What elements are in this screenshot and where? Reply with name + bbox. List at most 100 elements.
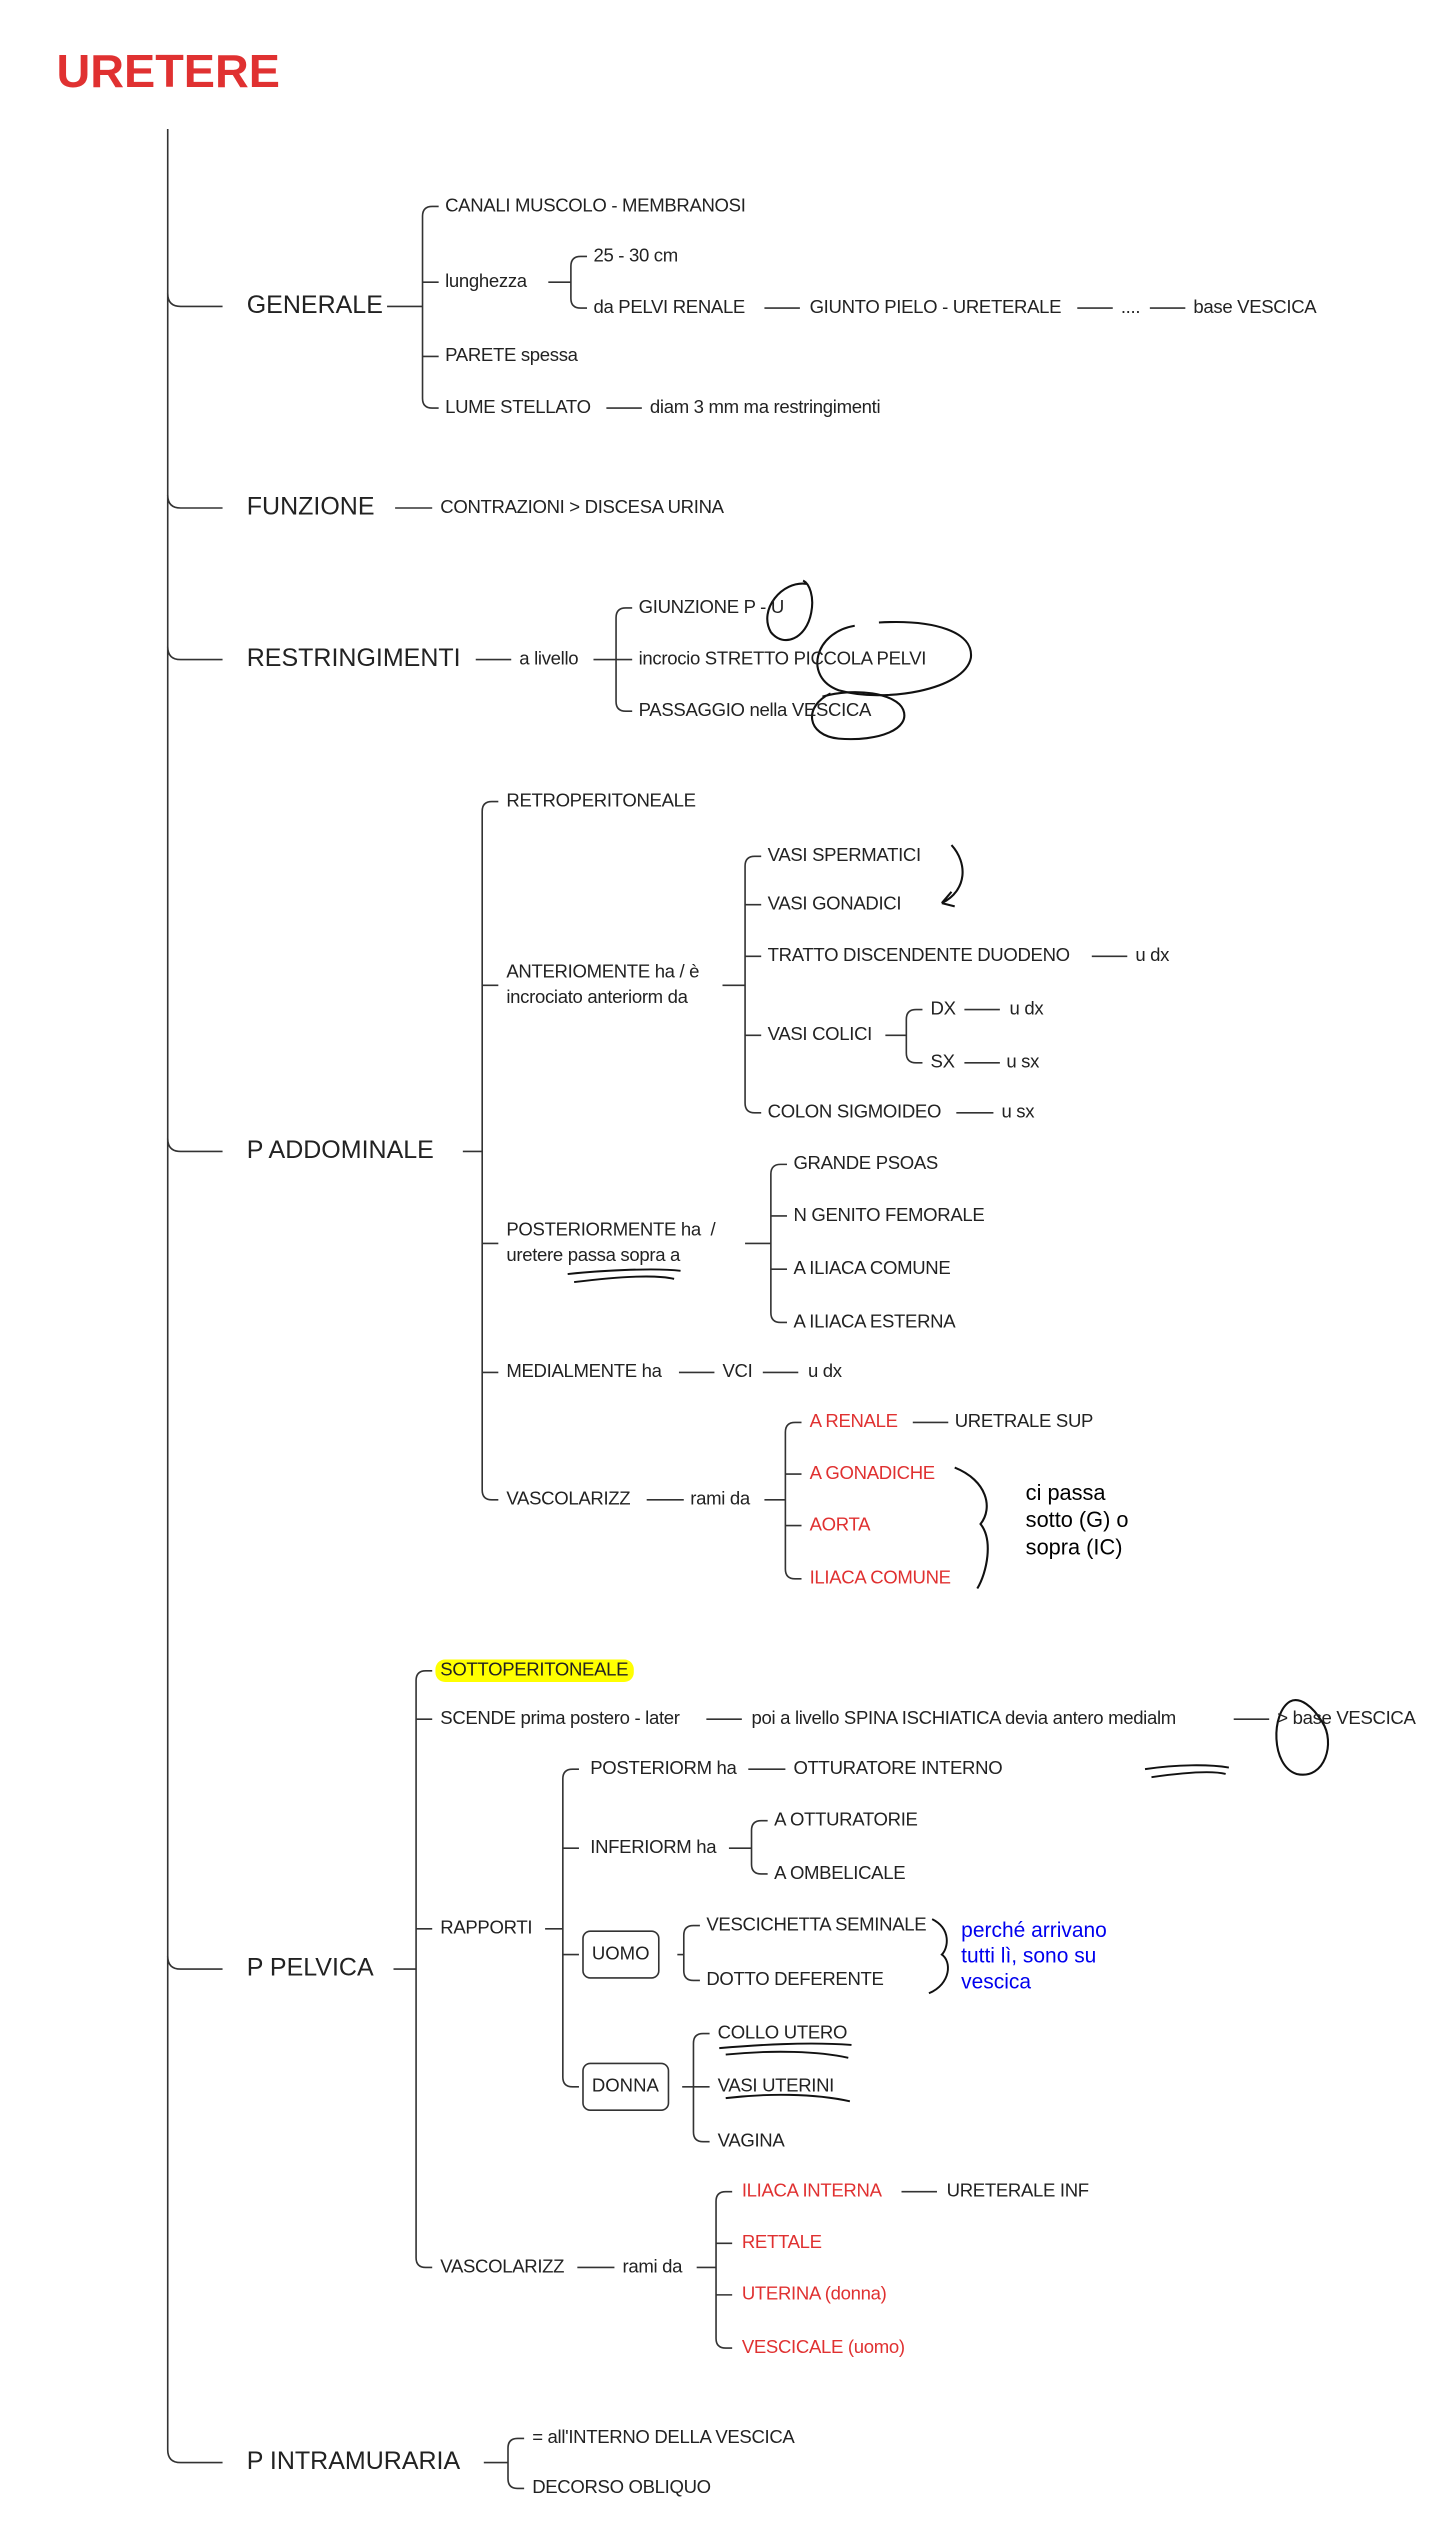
node-iliaca-comune-red[interactable]: ILIACA COMUNE bbox=[809, 1569, 951, 1589]
node-vasi-spermatici[interactable]: VASI SPERMATICI bbox=[767, 846, 922, 867]
topic-p-pelvica[interactable]: P PELVICA bbox=[246, 1954, 374, 1983]
node-inferiorm[interactable]: INFERIORM ha bbox=[590, 1838, 717, 1858]
node-duodeno-side[interactable]: u dx bbox=[1135, 946, 1170, 967]
node-vagina[interactable]: VAGINA bbox=[717, 2131, 785, 2152]
node-duodeno[interactable]: TRATTO DISCENDENTE DUODENO bbox=[767, 946, 1070, 967]
bracket bbox=[481, 800, 499, 1501]
node-otturatore[interactable]: OTTURATORE INTERNO bbox=[793, 1759, 1003, 1779]
node-scende[interactable]: SCENDE prima postero - later bbox=[440, 1709, 680, 1729]
node-diam[interactable]: diam 3 mm ma restringimenti bbox=[649, 398, 881, 418]
node-sottoperitoneale[interactable]: SOTTOPERITONEALE bbox=[435, 1658, 634, 1684]
node-rettale[interactable]: RETTALE bbox=[741, 2233, 822, 2253]
node-a-otturatorie[interactable]: A OTTURATORIE bbox=[774, 1811, 918, 1831]
node-interno-vescica[interactable]: = all'INTERNO DELLA VESCICA bbox=[532, 2428, 795, 2449]
node-lume[interactable]: LUME STELLATO bbox=[445, 398, 591, 418]
node-base-vescica[interactable]: base VESCICA bbox=[1193, 298, 1317, 318]
node-a-ombelicale[interactable]: A OMBELICALE bbox=[774, 1864, 906, 1884]
topic-p-addominale[interactable]: P ADDOMINALE bbox=[246, 1136, 434, 1165]
node-vescichetta[interactable]: VESCICHETTA SEMINALE bbox=[706, 1915, 927, 1936]
node-da-pelvi[interactable]: da PELVI RENALE bbox=[593, 298, 745, 318]
node-medialmente[interactable]: MEDIALMENTE ha bbox=[506, 1362, 662, 1383]
handwritten-underline bbox=[567, 1268, 681, 1284]
node-colici-dx-side[interactable]: u dx bbox=[1009, 999, 1044, 1020]
node-posteriorm[interactable]: POSTERIORM ha bbox=[590, 1759, 737, 1779]
node-vasi-colici[interactable]: VASI COLICI bbox=[767, 1025, 873, 1046]
bracket bbox=[715, 2190, 733, 2349]
node-dotto-deferente[interactable]: DOTTO DEFERENTE bbox=[706, 1970, 884, 1991]
node-iliaca-esterna[interactable]: A ILIACA ESTERNA bbox=[793, 1312, 956, 1333]
node-anteriormente[interactable]: ANTERIOMENTE ha / è incrociato anteriorm… bbox=[506, 962, 700, 1008]
topic-p-intramuraria[interactable]: P INTRAMURARIA bbox=[246, 2448, 461, 2476]
main-trunk bbox=[166, 129, 223, 2464]
bracket bbox=[905, 1008, 923, 1064]
node-colici-sx[interactable]: SX bbox=[930, 1053, 955, 1073]
node-giunto[interactable]: GIUNTO PIELO - URETERALE bbox=[809, 298, 1062, 318]
handwritten-underline bbox=[719, 2042, 852, 2059]
node-vasi-gonadici[interactable]: VASI GONADICI bbox=[767, 895, 902, 915]
handwritten-note: ci passa sotto (G) o sopra (IC) bbox=[1025, 1480, 1129, 1560]
topic-funzione[interactable]: FUNZIONE bbox=[246, 493, 375, 521]
node-len-value[interactable]: 25 - 30 cm bbox=[593, 246, 678, 267]
bracket bbox=[570, 255, 588, 309]
handwritten-underline bbox=[725, 2093, 851, 2103]
node-incrocio[interactable]: incrocio STRETTO PICCOLA PELVI bbox=[638, 649, 927, 670]
map-title[interactable]: URETERE bbox=[56, 46, 280, 99]
node-uomo[interactable]: UOMO bbox=[582, 1930, 660, 1979]
node-a-renale[interactable]: A RENALE bbox=[809, 1412, 898, 1433]
handwritten-circle bbox=[816, 620, 972, 697]
node-giunzione[interactable]: GIUNZIONE P - U bbox=[638, 598, 785, 618]
topic-generale[interactable]: GENERALE bbox=[246, 291, 383, 320]
node-aorta[interactable]: AORTA bbox=[809, 1515, 871, 1536]
node-lunghezza[interactable]: lunghezza bbox=[445, 272, 527, 292]
node-passaggio[interactable]: PASSAGGIO nella VESCICA bbox=[638, 701, 872, 721]
node-ureterale-inf[interactable]: URETERALE INF bbox=[946, 2181, 1089, 2202]
main-branch bbox=[166, 646, 223, 661]
node-dots[interactable]: .... bbox=[1120, 298, 1141, 318]
node-vasi-uterini[interactable]: VASI UTERINI bbox=[717, 2077, 835, 2097]
node-collo-utero[interactable]: COLLO UTERO bbox=[717, 2023, 848, 2044]
node-colici-dx[interactable]: DX bbox=[930, 999, 956, 1020]
node-vascolarizz-pelvica[interactable]: VASCOLARIZZ bbox=[440, 2257, 565, 2278]
node-a-livello[interactable]: a livello bbox=[519, 649, 579, 670]
node-genito-femorale[interactable]: N GENITO FEMORALE bbox=[793, 1206, 985, 1226]
node-donna[interactable]: DONNA bbox=[582, 2062, 669, 2112]
node-grande-psoas[interactable]: GRANDE PSOAS bbox=[793, 1154, 938, 1175]
node-iliaca-interna[interactable]: ILIACA INTERNA bbox=[741, 2181, 882, 2202]
node-poi[interactable]: poi a livello SPINA ISCHIATICA devia ant… bbox=[751, 1709, 1177, 1729]
node-colon-sigmoideo[interactable]: COLON SIGMOIDEO bbox=[767, 1103, 942, 1123]
node-vci[interactable]: VCI bbox=[722, 1362, 753, 1383]
node-uterina[interactable]: UTERINA (donna) bbox=[741, 2285, 887, 2305]
node-decorso-obliquo[interactable]: DECORSO OBLIQUO bbox=[532, 2478, 711, 2499]
node-base-vescica-pelvica[interactable]: > base VESCICA bbox=[1277, 1709, 1416, 1729]
node-colici-sx-side[interactable]: u sx bbox=[1006, 1053, 1040, 1073]
node-rapporti[interactable]: RAPPORTI bbox=[440, 1919, 533, 1939]
node-a-gonadiche[interactable]: A GONADICHE bbox=[809, 1464, 936, 1484]
node-vascolarizz-addominale[interactable]: VASCOLARIZZ bbox=[506, 1490, 631, 1510]
node-retroperitoneale[interactable]: RETROPERITONEALE bbox=[506, 791, 696, 812]
topic-restringimenti[interactable]: RESTRINGIMENTI bbox=[246, 645, 461, 673]
highlight: SOTTOPERITONEALE bbox=[435, 1659, 634, 1683]
handwritten-circle bbox=[811, 691, 906, 741]
handwritten-underline bbox=[1144, 1764, 1230, 1779]
node-iliaca-comune[interactable]: A ILIACA COMUNE bbox=[793, 1259, 951, 1279]
node-sigmoideo-side[interactable]: u sx bbox=[1001, 1103, 1035, 1123]
main-branch bbox=[166, 495, 223, 509]
node-rami-da-addominale[interactable]: rami da bbox=[690, 1490, 750, 1510]
node-vescicale[interactable]: VESCICALE (uomo) bbox=[741, 2338, 905, 2358]
node-contrazioni[interactable]: CONTRAZIONI > DISCESA URINA bbox=[440, 498, 724, 518]
main-branch bbox=[166, 293, 223, 308]
handwritten-brace bbox=[928, 1918, 949, 1995]
handwritten-circle bbox=[766, 579, 814, 642]
bracket bbox=[507, 2437, 525, 2490]
node-rami-da-pelvica[interactable]: rami da bbox=[622, 2257, 683, 2278]
node-canali[interactable]: CANALI MUSCOLO - MEMBRANOSI bbox=[445, 196, 746, 217]
node-vci-side[interactable]: u dx bbox=[807, 1362, 842, 1383]
handwritten-arrow bbox=[941, 844, 964, 908]
node-posteriormente[interactable]: POSTERIORMENTE ha / uretere passa sopra … bbox=[506, 1220, 716, 1266]
bracket bbox=[682, 1924, 700, 1982]
node-parete[interactable]: PARETE spessa bbox=[445, 346, 578, 367]
node-uretrale-sup[interactable]: URETRALE SUP bbox=[954, 1412, 1094, 1433]
bracket bbox=[415, 1669, 433, 2269]
